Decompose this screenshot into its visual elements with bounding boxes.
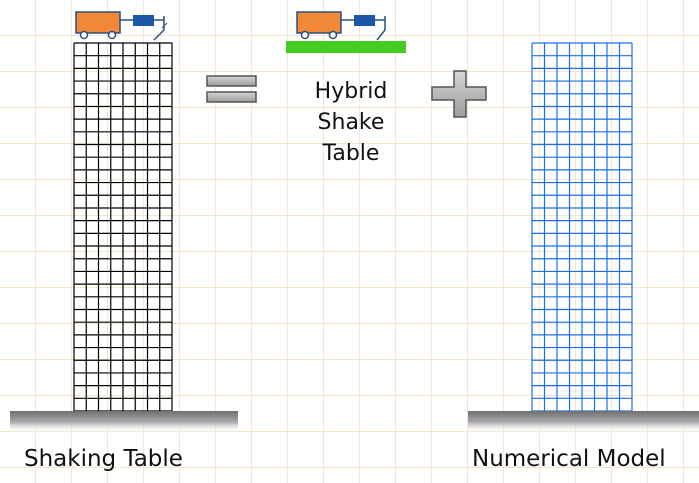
shaking-table-ground — [10, 411, 238, 433]
cart-body — [75, 11, 121, 34]
numerical-model-building — [531, 42, 633, 412]
hybrid-cart — [296, 11, 386, 41]
shaking-table-caption: Shaking Table — [24, 446, 183, 472]
numerical-model-caption: Numerical Model — [472, 446, 666, 472]
plus-sign — [431, 70, 487, 118]
hybrid-label-line: Hybrid — [314, 79, 388, 104]
hybrid-label-line: Table — [322, 141, 380, 166]
actuator-icon — [133, 15, 154, 26]
shaking-table-building — [73, 42, 173, 412]
shaking-table-top-cart — [75, 11, 168, 41]
hybrid-label-line: Shake — [317, 110, 385, 135]
cart-wheel-icon — [300, 30, 310, 40]
equals-sign — [206, 75, 257, 103]
numerical-model-grid — [531, 42, 633, 412]
numerical-model-ground — [468, 411, 699, 433]
cart-wheel-icon — [79, 30, 89, 40]
hybrid-shake-table-label: Hybrid Shake Table — [296, 76, 406, 169]
shaking-table-grid — [73, 42, 173, 412]
hybrid-base-plate — [286, 41, 406, 53]
actuator-icon — [354, 15, 375, 26]
cart-wheel-icon — [107, 30, 117, 40]
cart-body — [296, 11, 342, 34]
cart-wheel-icon — [328, 30, 338, 40]
